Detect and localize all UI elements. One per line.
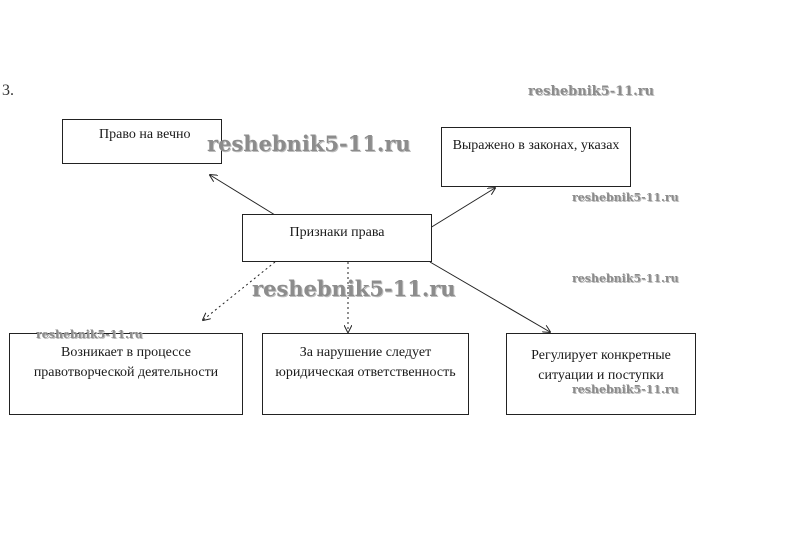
box-top-right-text: Выражено в законах, указах <box>452 138 620 153</box>
arrow-to-bottom-left <box>203 261 276 320</box>
box-top-right: Выражено в законах, указах <box>441 127 631 187</box>
box-bottom-left: Возникает в процессе правотворческой дея… <box>9 333 243 415</box>
box-bottom-left-text: Возникает в процессе правотворческой дея… <box>33 345 219 380</box>
box-bottom-right: Регулирует конкретные ситуации и поступк… <box>506 333 696 415</box>
watermark: reshebnik5-11.ru <box>572 383 679 396</box>
arrow-to-bottom-right <box>429 261 550 332</box>
center-label: Признаки права <box>289 225 385 240</box>
arrow-to-top-left <box>210 175 276 216</box>
box-bottom-right-text: Регулирует конкретные ситуации и поступк… <box>531 348 671 383</box>
watermark: reshebnik5-11.ru <box>572 272 679 285</box>
box-top-left: Право на вечно <box>62 119 222 164</box>
box-top-left-text: Право на вечно <box>99 127 191 142</box>
arrow-to-top-right <box>429 188 495 229</box>
center-box: Признаки права <box>242 214 432 262</box>
watermark: reshebnik5-11.ru <box>36 328 143 341</box>
box-bottom-middle-text: За нарушение следует юридическая ответст… <box>275 345 456 380</box>
box-bottom-middle: За нарушение следует юридическая ответст… <box>262 333 469 415</box>
watermark: reshebnik5-11.ru <box>572 191 679 204</box>
task-number: 3. <box>2 82 14 99</box>
watermark: reshebnik5-11.ru <box>252 276 456 301</box>
watermark: reshebnik5-11.ru <box>207 131 411 156</box>
watermark: reshebnik5-11.ru <box>528 84 655 99</box>
